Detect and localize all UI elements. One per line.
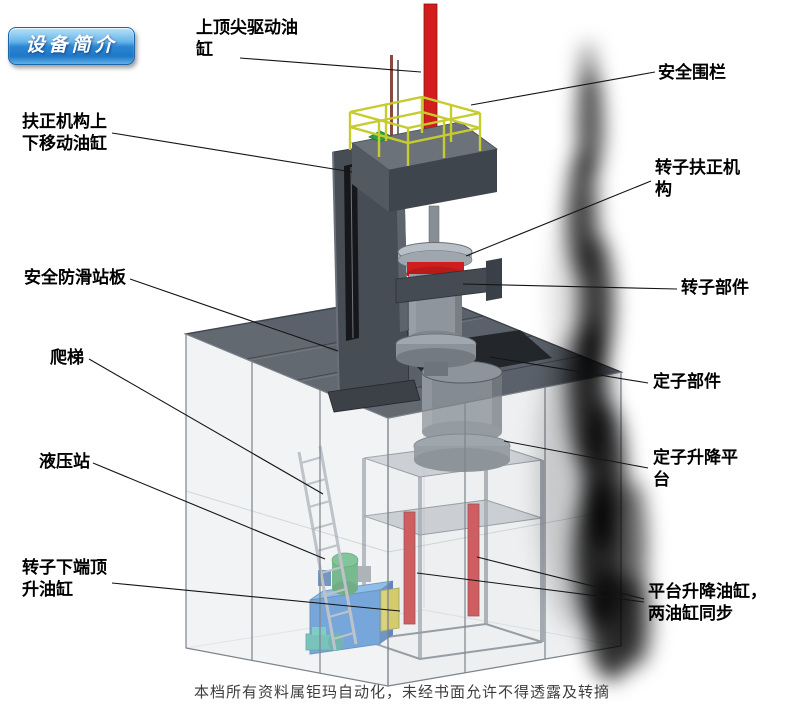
stator-assembly — [413, 360, 511, 472]
callout-rotor-bottom-jack: 转子下端顶升油缸 — [22, 558, 107, 599]
top-drive-rod — [390, 3, 438, 140]
callout-stator-component: 定子部件 — [653, 372, 721, 391]
callout-safety-fence: 安全围栏 — [658, 63, 726, 82]
callout-rotor-component: 转子部件 — [681, 278, 749, 297]
callout-stator-lift-platform: 定子升降平台 — [653, 448, 738, 489]
head-box — [351, 121, 498, 212]
callout-centering-lift-cylinder: 扶正机构上下移动油缸 — [22, 112, 107, 153]
rotor-assembly — [395, 205, 502, 376]
smoke-shadow — [535, 42, 652, 680]
safety-railing — [348, 95, 482, 166]
callout-hydraulic-station: 液压站 — [39, 452, 90, 471]
access-ladder — [297, 445, 358, 651]
callout-top-drive-cylinder: 上顶尖驱动油缸 — [196, 18, 298, 59]
copyright-notice: 本档所有资料属钜玛自动化，未经书面允许不得透露及转摘 — [193, 685, 610, 701]
equipment-intro-badge: 设备简介 — [8, 27, 135, 65]
callout-ladder: 爬梯 — [50, 348, 84, 367]
lift-cylinders — [403, 503, 480, 625]
callout-platform-lift-cylinders: 平台升降油缸，两油缸同步 — [648, 582, 767, 623]
callout-rotor-centering: 转子扶正机构 — [655, 158, 740, 199]
leader-lines — [88, 57, 678, 612]
callout-anti-slip-platform: 安全防滑站板 — [24, 268, 126, 287]
